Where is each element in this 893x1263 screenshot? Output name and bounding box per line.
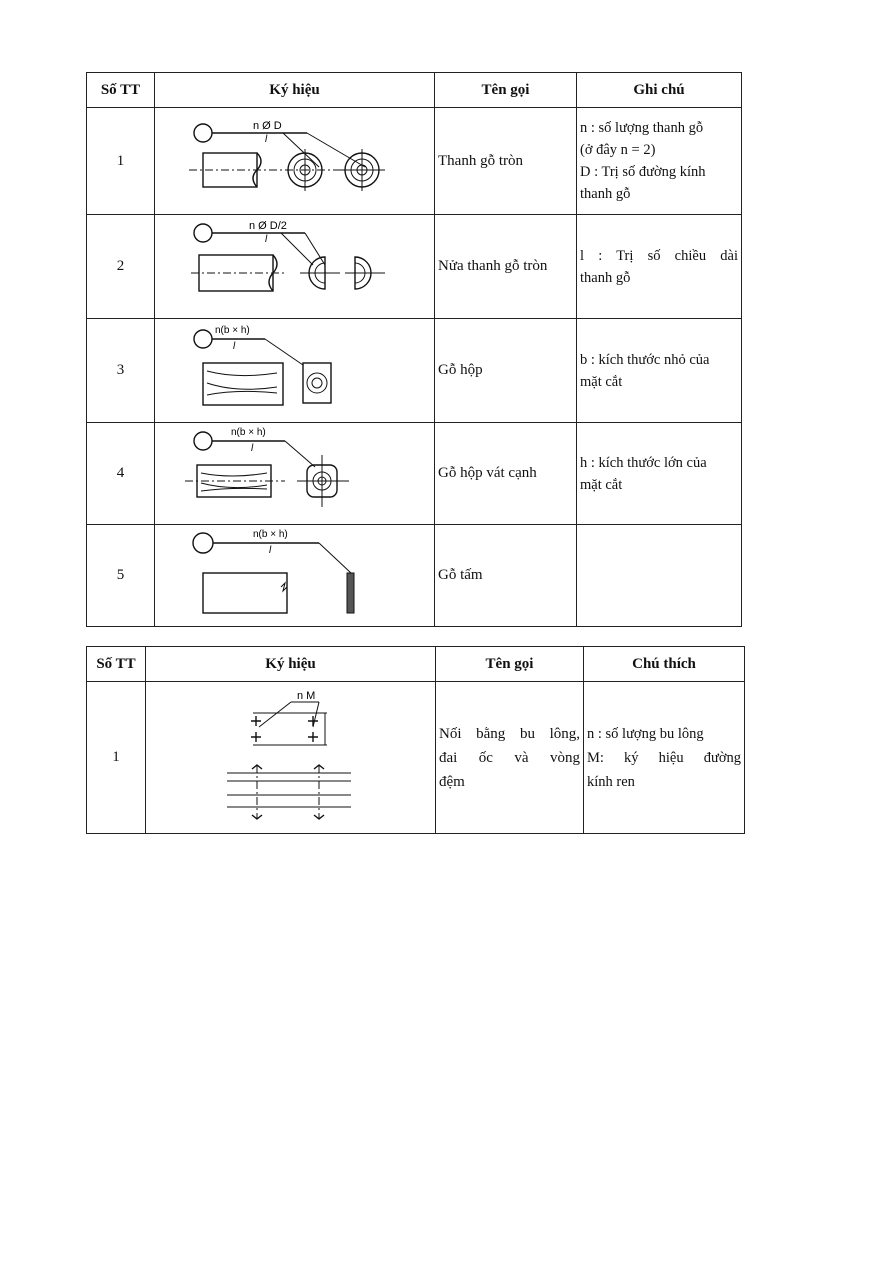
- symbol-sub: l: [233, 341, 236, 352]
- symbol-cell: n(b × h) l: [154, 524, 435, 627]
- symbol-label: n(b × h): [253, 529, 288, 540]
- note-line: mặt cắt: [580, 476, 623, 493]
- row-number: 5: [86, 524, 155, 627]
- row-number: 4: [86, 422, 155, 525]
- note-line: D : Trị số đường kính: [580, 164, 706, 180]
- symbol-cell: n Ø D l: [154, 107, 435, 215]
- name-cell: Nối bằng bu lông, đai ốc và vòng đệm: [435, 681, 584, 834]
- note-line: n : số lượng bu lông: [587, 725, 704, 742]
- table-row: 1 n Ø D l: [86, 107, 742, 215]
- symbol-label: n Ø D/2: [249, 220, 287, 232]
- symbol-sub: l: [269, 545, 272, 556]
- note-line: h : kích thước lớn của: [580, 454, 707, 471]
- half-round-timber-symbol: n Ø D/2 l: [190, 220, 385, 292]
- wood-symbols-table: Số TT Ký hiệu Tên gọi Ghi chú 1 n Ø D l: [86, 72, 742, 627]
- timber-section-1: [286, 149, 323, 191]
- note-line: n : số lượng thanh gỗ: [580, 120, 704, 136]
- note-line: thanh gỗ: [580, 186, 631, 202]
- note-cell: n : số lượng bu lông M: ký hiệu đường kí…: [583, 681, 745, 834]
- symbol-label: n M: [297, 690, 315, 702]
- row-number: 3: [86, 318, 155, 423]
- note-cell: [576, 524, 742, 627]
- wood-plank-symbol: n(b × h) l: [191, 529, 354, 614]
- symbol-sub: l: [265, 234, 268, 245]
- header-symbol: Ký hiệu: [154, 72, 435, 108]
- header-symbol: Ký hiệu: [145, 646, 436, 682]
- header-name: Tên gọi: [435, 646, 584, 682]
- note-line: M: ký hiệu đường: [587, 749, 741, 766]
- table-row: 1 n M: [86, 681, 745, 834]
- round-timber-symbol: n Ø D l: [188, 120, 385, 191]
- table-header-row: Số TT Ký hiệu Tên gọi Chú thích: [86, 646, 745, 682]
- name-cell: Nửa thanh gỗ tròn: [434, 214, 577, 319]
- table-row: 5 n(b × h) l Gỗ tấm: [86, 524, 742, 627]
- name-cell: Gỗ hộp vát cạnh: [434, 422, 577, 525]
- symbol-sub: l: [251, 443, 254, 454]
- bolt-joint-table: Số TT Ký hiệu Tên gọi Chú thích 1 n M: [86, 646, 745, 834]
- header-stt: Số TT: [86, 646, 146, 682]
- symbol-label: n Ø D: [253, 120, 282, 132]
- name-line: đệm: [439, 773, 465, 790]
- symbol-cell: n Ø D/2 l: [154, 214, 435, 319]
- header-stt: Số TT: [86, 72, 155, 108]
- symbol-cell: n(b × h) l: [154, 318, 435, 423]
- note-cell: n : số lượng thanh gỗ (ở đây n = 2) D : …: [576, 107, 742, 215]
- table-row: 2 n Ø D/2 l Nửa thanh gỗ tròn: [86, 214, 742, 319]
- name-cell: Gỗ hộp: [434, 318, 577, 423]
- name-cell: Thanh gỗ tròn: [434, 107, 577, 215]
- header-name: Tên gọi: [434, 72, 577, 108]
- table-row: 3 n(b × h) l Gỗ hộp b : kích thước nhỏ c…: [86, 318, 742, 423]
- symbol-label: n(b × h): [215, 325, 250, 336]
- name-line: đai ốc và vòng: [439, 749, 580, 766]
- table-header-row: Số TT Ký hiệu Tên gọi Ghi chú: [86, 72, 742, 108]
- note-cell: h : kích thước lớn của mặt cắt: [576, 422, 742, 525]
- row-number: 2: [86, 214, 155, 319]
- note-line: (ở đây n = 2): [580, 142, 656, 158]
- bolt-mark: [250, 715, 318, 742]
- note-line: l : Trị số chiều dài: [580, 247, 738, 264]
- symbol-label: n(b × h): [231, 427, 266, 438]
- row-number: 1: [86, 681, 146, 834]
- name-cell: Gỗ tấm: [434, 524, 577, 627]
- note-cell: b : kích thước nhỏ của mặt cắt: [576, 318, 742, 423]
- name-line: Nối bằng bu lông,: [439, 725, 580, 742]
- bolt-joint-symbol: n M: [226, 690, 351, 820]
- half-section-2: [353, 255, 372, 290]
- timber-section-2: [340, 149, 385, 191]
- note-line: b : kích thước nhỏ của: [580, 351, 710, 368]
- symbol-cell: n(b × h) l: [154, 422, 435, 525]
- note-line: thanh gỗ: [580, 269, 631, 286]
- symbol-cell: n M: [145, 681, 436, 834]
- symbol-sub: l: [265, 134, 268, 145]
- note-line: mặt cắt: [580, 373, 623, 390]
- chamfered-timber-symbol: n(b × h) l: [184, 427, 349, 507]
- note-line: kính ren: [587, 773, 635, 790]
- table-row: 4 n(b × h) l Gỗ hộp vát cạnh h : kích th…: [86, 422, 742, 525]
- squared-timber-symbol: n(b × h) l: [192, 325, 332, 406]
- header-note: Chú thích: [583, 646, 745, 682]
- header-note: Ghi chú: [576, 72, 742, 108]
- row-number: 1: [86, 107, 155, 215]
- note-cell: l : Trị số chiều dài thanh gỗ: [576, 214, 742, 319]
- half-section-1: [307, 255, 326, 290]
